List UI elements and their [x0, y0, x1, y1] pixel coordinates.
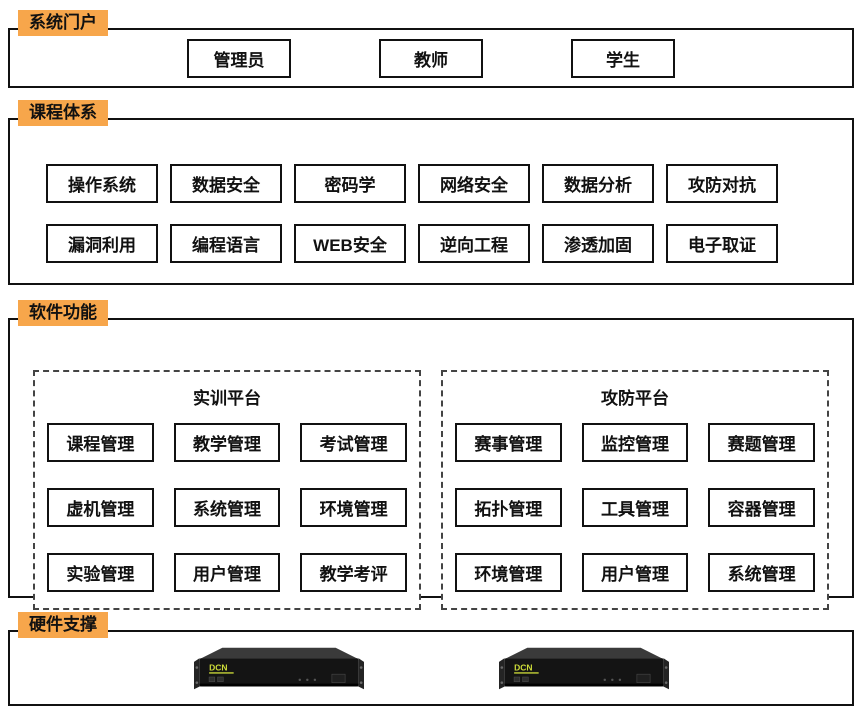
platform-module: 容器管理 — [708, 488, 815, 527]
platform-module: 课程管理 — [47, 423, 154, 462]
platform-module: 用户管理 — [581, 553, 689, 592]
portal-role-student: 学生 — [571, 38, 675, 78]
section-portal-label: 系统门户 — [18, 10, 108, 37]
platform-module: 赛事管理 — [455, 423, 562, 462]
platform-attack-defense-grid: 赛事管理 监控管理 赛题管理 拓扑管理 工具管理 容器管理 环境管理 用户管理 … — [455, 423, 815, 592]
server-brand-label: DCN — [514, 662, 532, 672]
server-appliance-image: DCN — [498, 647, 669, 689]
platform-training-grid: 课程管理 教学管理 考试管理 虚机管理 系统管理 环境管理 实验管理 用户管理 … — [47, 423, 407, 592]
platform-module: 用户管理 — [173, 553, 281, 592]
platform-training-title: 实训平台 — [193, 389, 261, 408]
portal-role-admin: 管理员 — [187, 38, 291, 78]
section-courses: 课程体系 操作系统 数据安全 密码学 网络安全 数据分析 攻防对抗 漏洞利用 编… — [8, 100, 854, 285]
course-item: 攻防对抗 — [666, 164, 778, 203]
platform-module: 虚机管理 — [47, 488, 154, 527]
course-item: 编程语言 — [170, 224, 282, 263]
platform-module: 教学管理 — [173, 423, 281, 462]
portal-role-teacher: 教师 — [379, 38, 483, 78]
platform-module: 赛题管理 — [708, 423, 815, 462]
platform-module: 考试管理 — [300, 423, 407, 462]
hardware-row: DCN DCN — [10, 632, 852, 704]
platform-attack-defense-title: 攻防平台 — [601, 389, 669, 408]
course-row-1: 操作系统 数据安全 密码学 网络安全 数据分析 攻防对抗 — [46, 164, 822, 203]
platform-training: 实训平台 课程管理 教学管理 考试管理 虚机管理 系统管理 环境管理 实验管理 … — [33, 370, 421, 610]
course-item: 数据分析 — [542, 164, 654, 203]
section-hardware-label: 硬件支撑 — [18, 612, 108, 639]
course-row-2: 漏洞利用 编程语言 WEB安全 逆向工程 渗透加固 电子取证 — [46, 224, 822, 263]
course-rows: 操作系统 数据安全 密码学 网络安全 数据分析 攻防对抗 漏洞利用 编程语言 W… — [10, 120, 852, 263]
server-brand-label: DCN — [209, 662, 227, 672]
course-item: 网络安全 — [418, 164, 530, 203]
platform-module: 拓扑管理 — [455, 488, 562, 527]
platform-module: 教学考评 — [300, 553, 407, 592]
platforms-row: 实训平台 课程管理 教学管理 考试管理 虚机管理 系统管理 环境管理 实验管理 … — [10, 320, 852, 610]
course-item: 数据安全 — [170, 164, 282, 203]
portal-roles-row: 管理员 教师 学生 — [10, 30, 852, 86]
section-portal: 系统门户 管理员 教师 学生 — [8, 10, 854, 88]
section-software-label: 软件功能 — [18, 300, 108, 327]
section-courses-label: 课程体系 — [18, 100, 108, 127]
platform-module: 环境管理 — [300, 488, 407, 527]
section-hardware: 硬件支撑 DCN — [8, 612, 854, 706]
course-item: 操作系统 — [46, 164, 158, 203]
platform-module: 工具管理 — [581, 488, 689, 527]
section-software: 软件功能 实训平台 课程管理 教学管理 考试管理 虚机管理 系统管理 环境管理 … — [8, 300, 854, 610]
course-item: 密码学 — [294, 164, 406, 203]
course-item: 渗透加固 — [542, 224, 654, 263]
course-item: WEB安全 — [294, 224, 406, 263]
platform-module: 系统管理 — [708, 553, 815, 592]
platform-module: 实验管理 — [47, 553, 154, 592]
platform-module: 监控管理 — [581, 423, 689, 462]
course-item: 逆向工程 — [418, 224, 530, 263]
platform-module: 环境管理 — [455, 553, 562, 592]
course-item: 电子取证 — [666, 224, 778, 263]
platform-attack-defense: 攻防平台 赛事管理 监控管理 赛题管理 拓扑管理 工具管理 容器管理 环境管理 … — [441, 370, 829, 610]
platform-module: 系统管理 — [173, 488, 281, 527]
course-item: 漏洞利用 — [46, 224, 158, 263]
server-appliance-image: DCN — [193, 647, 364, 689]
